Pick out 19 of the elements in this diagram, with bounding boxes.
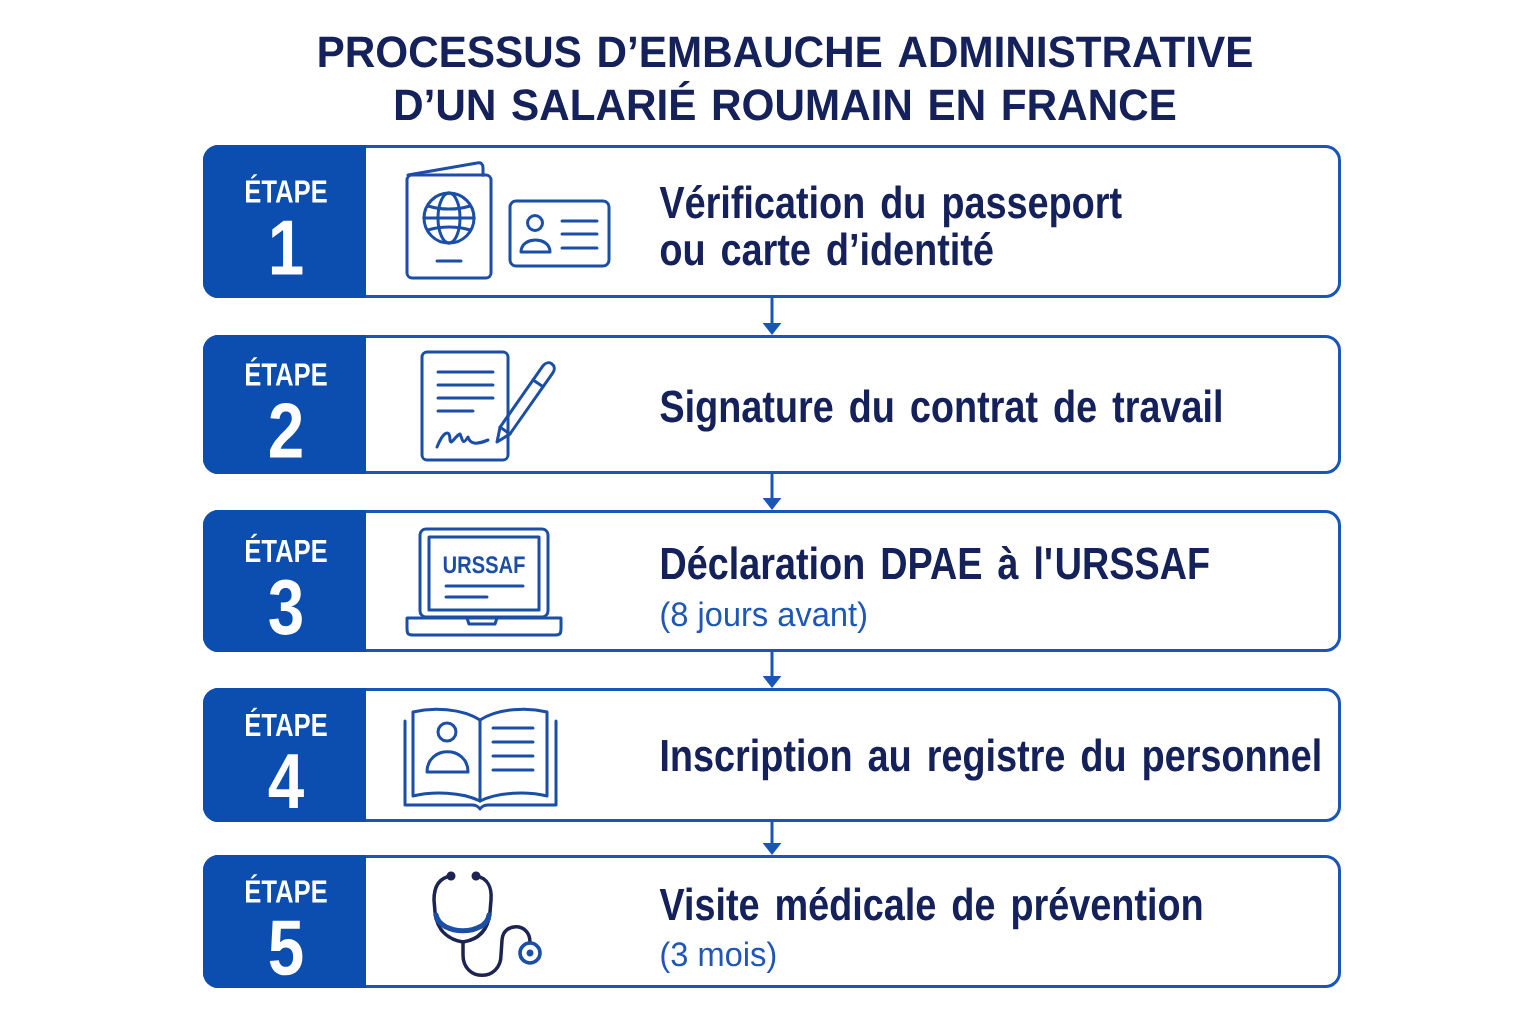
step-title: Visite médicale de prévention [659,887,1202,930]
title: PROCESSUS D’EMBAUCHE ADMINISTRATIVE D’UN SALARIÉ ROUMAIN EN FRANCE [319,36,1252,121]
step-card [203,688,1341,822]
step-title: Inscription au registre du personnel [661,738,1320,781]
step-badge: ÉTAPE 2 [203,335,366,474]
step-note: (8 jours avant) [661,601,866,634]
step-badge: ÉTAPE 3 [203,510,366,652]
screen-text: URSSAF [443,556,525,574]
step-card [203,335,1341,474]
step-card [203,510,1341,652]
step-card [203,855,1341,988]
step-title: Déclaration DPAE à l'URSSAF [661,546,1209,580]
step-badge: ÉTAPE 5 [203,855,366,988]
step-card [203,145,1341,298]
step-note: (3 mois) [661,941,776,974]
step-badge: ÉTAPE 4 [203,688,366,822]
step-badge: ÉTAPE 1 [203,145,366,298]
step-title: Vérification du passeport ou carte d’identité [659,185,1122,266]
step-title: Signature du contrat de travail [660,389,1221,432]
